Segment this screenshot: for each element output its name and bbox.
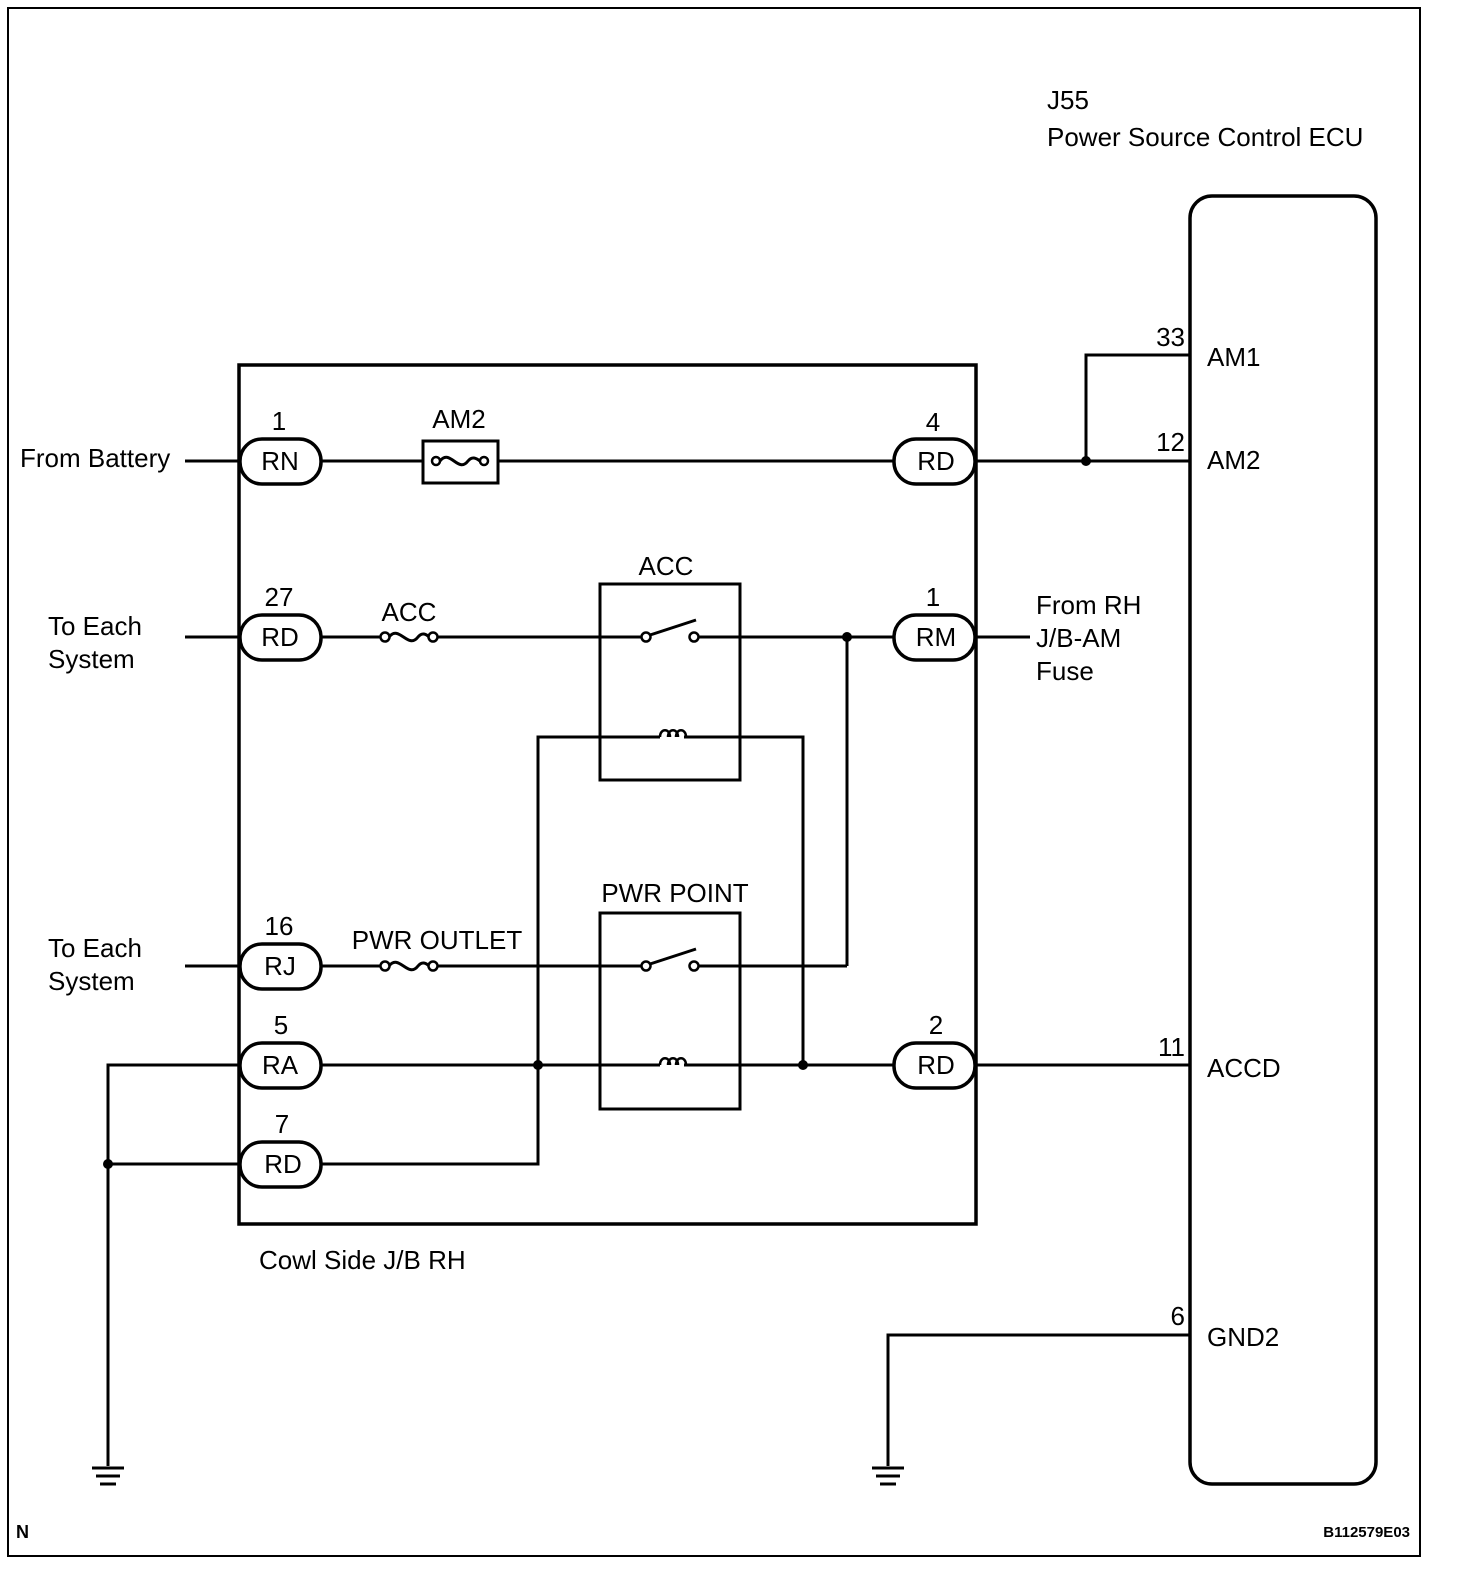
connector-rd-7-code: RD xyxy=(264,1149,302,1179)
wire-acc-coil-left xyxy=(536,735,660,1065)
connector-rd-27-pin: 27 xyxy=(265,582,294,612)
relay-pwr-point-box xyxy=(598,911,742,1111)
connector-rj-code: RJ xyxy=(264,951,296,981)
junction-am1 xyxy=(1081,456,1091,466)
jb-name: Cowl Side J/B RH xyxy=(259,1245,466,1275)
switch-icon xyxy=(640,618,700,643)
connector-rm-code: RM xyxy=(916,622,956,652)
label-to-each-system-1b: System xyxy=(48,644,135,674)
fuse-acc-icon xyxy=(379,631,439,643)
ecu-pin-name-accd: ACCD xyxy=(1207,1053,1281,1083)
fuse-acc-label: ACC xyxy=(382,597,437,627)
connector-rd-27 xyxy=(238,613,323,662)
ground-icon xyxy=(92,1466,124,1486)
connector-rd-7 xyxy=(238,1140,323,1189)
connector-rm-pin: 1 xyxy=(926,582,940,612)
ecu-pin-num-am2: 12 xyxy=(1156,427,1185,457)
jb-box xyxy=(237,363,978,1226)
connector-rd-4-pin: 4 xyxy=(926,407,940,437)
relay-acc-label: ACC xyxy=(639,551,694,581)
label-to-each-system-1a: To Each xyxy=(48,611,142,641)
wire-gnd2 xyxy=(886,1333,1190,1466)
fuse-pwr-outlet-icon xyxy=(379,960,439,972)
ecu-pin-num-am1: 33 xyxy=(1156,322,1185,352)
ecu-pin-num-accd: 11 xyxy=(1158,1032,1185,1062)
connector-rm xyxy=(892,613,977,662)
connector-rd-2-pin: 2 xyxy=(929,1010,943,1040)
ecu-box xyxy=(1188,194,1378,1486)
wire-am1-branch xyxy=(1084,353,1190,461)
label-to-each-system-2a: To Each xyxy=(48,933,142,963)
connector-rn-pin: 1 xyxy=(272,406,286,436)
ecu-pin-name-am2: AM2 xyxy=(1207,445,1260,475)
label-to-each-system-2b: System xyxy=(48,966,135,996)
switch-icon xyxy=(640,947,700,972)
fuse-pwr-outlet-label: PWR OUTLET xyxy=(352,925,523,955)
coil-icon xyxy=(658,1057,688,1066)
connector-rd-4 xyxy=(892,437,977,486)
footer-left: N xyxy=(16,1522,29,1542)
connector-rn-code: RN xyxy=(261,446,299,476)
junction-rd2 xyxy=(798,1060,808,1070)
relay-acc-box xyxy=(598,582,742,782)
connector-ra-pin: 5 xyxy=(274,1010,288,1040)
junction-ground xyxy=(103,1159,113,1169)
ecu-name: Power Source Control ECU xyxy=(1047,122,1363,152)
connector-ra xyxy=(238,1041,323,1090)
relay-pwr-point-label: PWR POINT xyxy=(601,878,748,908)
fuse-am2-label: AM2 xyxy=(432,404,485,434)
ecu-pin-name-am1: AM1 xyxy=(1207,342,1260,372)
diagram-frame xyxy=(7,7,1421,1557)
label-from-rh-1: From RH xyxy=(1036,590,1141,620)
wire-rd7 xyxy=(322,1065,540,1166)
ecu-pin-num-gnd2: 6 xyxy=(1171,1301,1185,1331)
connector-rd-27-code: RD xyxy=(261,622,299,652)
ecu-pin-name-gnd2: GND2 xyxy=(1207,1322,1279,1352)
connector-rd-2-code: RD xyxy=(917,1050,955,1080)
label-from-battery: From Battery xyxy=(20,443,170,473)
footer-right: B112579E03 xyxy=(1323,1524,1410,1541)
connector-rd-4-code: RD xyxy=(917,446,955,476)
label-from-rh-2: J/B-AM xyxy=(1036,623,1121,653)
connector-rj xyxy=(238,942,323,991)
connector-rd-7-pin: 7 xyxy=(275,1109,289,1139)
coil-icon xyxy=(658,729,688,738)
connector-rj-pin: 16 xyxy=(265,911,294,941)
wire-acc-coil-right xyxy=(684,735,805,1065)
fuse-am2-icon xyxy=(421,439,500,485)
label-from-rh-3: Fuse xyxy=(1036,656,1094,686)
connector-rn xyxy=(238,437,323,486)
connector-rd-2 xyxy=(892,1041,977,1090)
ecu-id: J55 xyxy=(1047,85,1089,115)
ground-icon xyxy=(872,1466,904,1486)
wire-left-ground xyxy=(106,1063,239,1466)
connector-ra-code: RA xyxy=(262,1050,299,1080)
